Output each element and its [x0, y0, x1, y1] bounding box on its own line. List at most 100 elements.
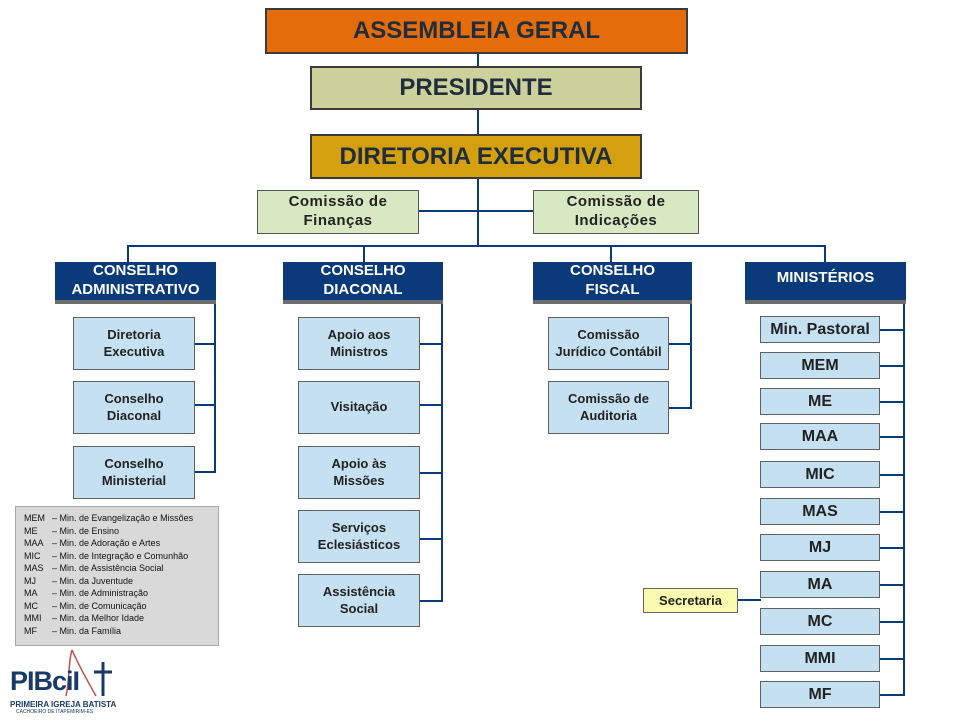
ministerio-item-me: ME: [760, 388, 880, 415]
connector-admin-tick: [195, 471, 216, 473]
legend-abbr: MEM: [24, 513, 45, 523]
item-label: MMI: [804, 649, 836, 667]
conselho-fiscal-header: CONSELHO FISCAL: [533, 262, 692, 304]
comissao-financas-line2: Finanças: [303, 212, 373, 229]
header-line1: CONSELHO: [92, 262, 178, 280]
diaconal-item-apoio-ministros: Apoio aos Ministros: [298, 317, 420, 370]
item-label: MAS: [802, 502, 838, 520]
connector-diaconal-tick: [420, 472, 443, 474]
item-label: ME: [808, 392, 832, 410]
connector-fiscal-tick: [669, 407, 692, 409]
legend-text: – Min. de Assistência Social: [52, 563, 164, 573]
item-line1: Apoio aos: [327, 327, 391, 343]
header-line2: FISCAL: [585, 281, 640, 298]
assembleia-geral-box: ASSEMBLEIA GERAL: [265, 8, 688, 54]
legend-abbr: MAS: [24, 563, 44, 573]
connector-commission-right: [478, 210, 533, 212]
item-line2: Executiva: [103, 343, 165, 359]
legend-row: MC– Min. de Comunicação: [24, 600, 210, 613]
ministerio-item-mf: MF: [760, 681, 880, 708]
item-line1: Conselho: [104, 391, 164, 407]
fiscal-item-juridico-contabil: Comissão Jurídico Contábil: [548, 317, 669, 370]
legend-row: MMI– Min. da Melhor Idade: [24, 612, 210, 625]
ministerio-item-mmi: MMI: [760, 645, 880, 672]
item-line1: Comissão de: [568, 391, 649, 407]
comissao-financas-line1: Comissão de: [288, 193, 388, 211]
logo-subtitle: PRIMEIRA IGREJA BATISTA: [10, 700, 117, 709]
item-line2: Ministerial: [101, 472, 167, 488]
legend-text: – Min. de Comunicação: [52, 600, 147, 611]
header-line1: CONSELHO: [320, 262, 406, 280]
connector-drop-administrativo: [127, 245, 129, 262]
item-line1: Visitação: [330, 399, 388, 415]
legend-row: MEM – Min. de Evangelização e Missões: [24, 512, 210, 525]
item-line2: Eclesiásticos: [317, 536, 401, 552]
connector-diaconal-tick: [420, 404, 443, 406]
item-line2: Diaconal: [106, 407, 162, 423]
presidente-label: PRESIDENTE: [399, 74, 553, 101]
ministerio-item-mas: MAS: [760, 498, 880, 525]
comissao-indicacoes-line1: Comissão de: [566, 193, 666, 211]
legend-row: MAA– Min. de Adoração e Artes: [24, 537, 210, 550]
legend-row: MA– Min. de Administração: [24, 587, 210, 600]
fiscal-item-auditoria: Comissão de Auditoria: [548, 381, 669, 434]
legend-row: MAS – Min. de Assistência Social: [24, 562, 210, 575]
comissao-indicacoes-line2: Indicações: [574, 212, 658, 229]
legend-abbr: MMI: [24, 613, 42, 623]
legend-text: – Min. de Evangelização e Missões: [52, 513, 194, 523]
church-logo: PIBciI PRIMEIRA IGREJA BATISTA CACHOEIRO…: [8, 648, 118, 716]
connector-fiscal-tick: [669, 343, 692, 345]
header-line2: DIACONAL: [323, 281, 403, 298]
item-line1: Assistência: [322, 584, 396, 600]
item-label: Min. Pastoral: [770, 320, 870, 338]
connector-min-tick: [880, 436, 905, 438]
secretaria-label: Secretaria: [659, 593, 722, 608]
legend-abbr: MJ: [24, 575, 36, 586]
legend-row: MJ – Min. da Juventude: [24, 575, 210, 588]
connector-diaconal-tick: [420, 600, 443, 602]
item-label: MA: [807, 575, 833, 593]
ministerio-item-maa: MAA: [760, 423, 880, 450]
conselho-diaconal-header: CONSELHO DIACONAL: [283, 262, 443, 304]
item-line1: Diretoria: [107, 327, 161, 343]
diaconal-item-assistencia-social: Assistência Social: [298, 574, 420, 627]
connector-min-tick: [880, 401, 905, 403]
logo-wordmark: PIBciI: [10, 666, 80, 696]
legend-text: – Min. da Família: [52, 625, 122, 636]
diaconal-item-apoio-missoes: Apoio às Missões: [298, 446, 420, 499]
item-label: MF: [808, 685, 832, 703]
connector-drop-ministerios: [824, 245, 826, 262]
item-line2: Jurídico Contábil: [555, 343, 662, 359]
conselho-administrativo-header: CONSELHO ADMINISTRATIVO: [55, 262, 216, 304]
ministerio-item-mic: MIC: [760, 461, 880, 488]
connector-min-tick: [880, 511, 905, 513]
item-line2: Missões: [333, 472, 385, 488]
ministerios-header: MINISTÉRIOS: [745, 262, 906, 304]
item-label: MC: [807, 612, 833, 630]
admin-item-diretoria-executiva: Diretoria Executiva: [73, 317, 195, 370]
connector-commission-left: [418, 210, 478, 212]
legend-text: – Min. de Integração e Comunhão: [52, 550, 189, 561]
item-line2: Ministros: [330, 343, 388, 359]
connector-secretaria: [737, 599, 761, 601]
header-line1: MINISTÉRIOS: [776, 269, 875, 286]
connector-min-tick: [880, 547, 905, 549]
legend-row: MF – Min. da Família: [24, 625, 210, 638]
legend-row: ME– Min. de Ensino: [24, 525, 210, 538]
connector-horizontal-bus: [127, 245, 826, 247]
secretaria-box: Secretaria: [643, 588, 738, 613]
legend-row: MIC– Min. de Integração e Comunhão: [24, 550, 210, 563]
item-label: MJ: [808, 538, 832, 556]
connector-drop-fiscal: [610, 245, 612, 262]
connector-diaconal-tick: [420, 538, 443, 540]
legend-text: – Min. da Juventude: [52, 575, 134, 586]
header-line2: ADMINISTRATIVO: [71, 281, 200, 298]
item-line1: Conselho: [104, 456, 164, 472]
connector-admin-vertical: [214, 300, 216, 473]
legend-abbr: MF: [24, 625, 37, 636]
ministerio-item-mj: MJ: [760, 534, 880, 561]
diretoria-executiva-label: DIRETORIA EXECUTIVA: [339, 142, 613, 170]
connector-admin-tick: [195, 404, 216, 406]
item-line1: Comissão: [577, 327, 640, 343]
ministerio-item-mem: MEM: [760, 352, 880, 379]
